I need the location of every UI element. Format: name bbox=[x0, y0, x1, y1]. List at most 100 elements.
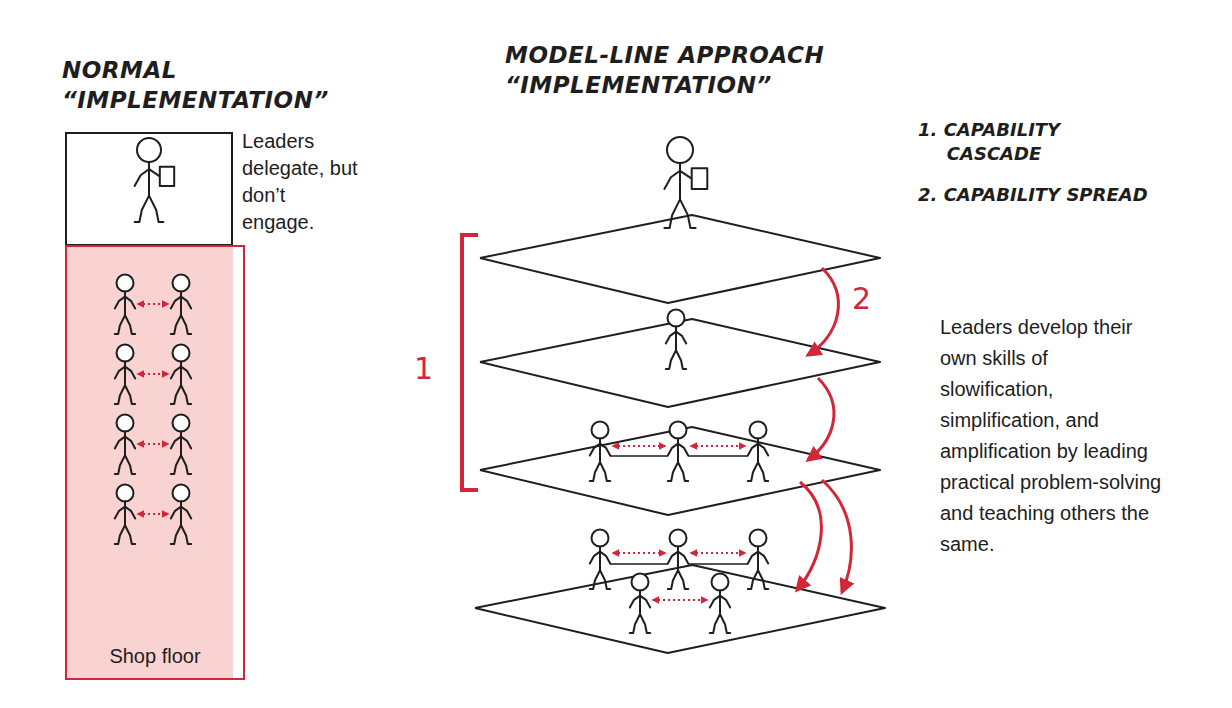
figure-arms bbox=[590, 552, 610, 564]
leader-box bbox=[66, 133, 232, 245]
figure-head bbox=[117, 485, 134, 502]
shop-floor-fill bbox=[65, 245, 233, 680]
spread-arrow bbox=[822, 480, 851, 592]
figure-legs bbox=[748, 570, 768, 589]
stick-figure bbox=[115, 345, 135, 405]
figure-legs bbox=[171, 385, 191, 404]
figure-head bbox=[173, 275, 190, 292]
figure-body bbox=[124, 502, 126, 526]
figure-head bbox=[117, 275, 134, 292]
figure-body bbox=[180, 292, 182, 316]
level-plane bbox=[475, 565, 885, 653]
figure-arms bbox=[590, 444, 610, 456]
stick-figure bbox=[668, 422, 688, 482]
figure-legs bbox=[115, 315, 135, 334]
figure-body bbox=[124, 362, 126, 386]
holding-line bbox=[688, 563, 748, 565]
figure-legs bbox=[748, 462, 768, 481]
stick-figure bbox=[666, 310, 686, 370]
figure-legs bbox=[171, 315, 191, 334]
level-plane bbox=[480, 427, 880, 515]
dotted-arrow bbox=[613, 445, 665, 447]
figure-head bbox=[592, 530, 609, 547]
stick-figure bbox=[115, 415, 135, 475]
figure-head bbox=[750, 530, 767, 547]
stick-figure bbox=[748, 530, 768, 590]
figure-arms bbox=[171, 507, 191, 519]
figure-head bbox=[750, 422, 767, 439]
dotted-arrow bbox=[653, 599, 707, 601]
figure-legs bbox=[668, 462, 688, 481]
stick-figure bbox=[748, 422, 768, 482]
holding-line bbox=[610, 455, 668, 457]
figure-legs bbox=[668, 570, 688, 589]
figure-arms bbox=[748, 444, 768, 456]
figure-legs bbox=[171, 455, 191, 474]
dotted-arrow bbox=[138, 373, 168, 375]
stick-figure bbox=[171, 485, 191, 545]
figure-body bbox=[124, 292, 126, 316]
section-title: NORMAL “IMPLEMENTATION” bbox=[62, 55, 382, 115]
stick-figure bbox=[630, 574, 650, 634]
stick-figure bbox=[115, 275, 135, 335]
clipboard bbox=[692, 168, 708, 189]
figure-arms bbox=[710, 596, 730, 608]
figure-body bbox=[599, 439, 601, 463]
figure-head bbox=[117, 415, 134, 432]
dotted-arrow bbox=[138, 443, 168, 445]
figure-body bbox=[757, 439, 759, 463]
list-item: 1. CAPABILITY CASCADE bbox=[918, 118, 1158, 166]
stick-figure bbox=[171, 415, 191, 475]
stick-figure bbox=[668, 530, 688, 590]
spread-arrow bbox=[797, 482, 821, 590]
stick-figure bbox=[590, 530, 610, 590]
figure-head bbox=[173, 345, 190, 362]
figure-body bbox=[599, 547, 601, 571]
dotted-arrow bbox=[138, 513, 168, 515]
callout-number: 1 bbox=[414, 352, 444, 386]
figure-arms bbox=[135, 169, 160, 186]
figure-arms bbox=[668, 444, 688, 456]
figure-arms bbox=[115, 297, 135, 309]
figure-legs bbox=[710, 614, 730, 633]
figure-body bbox=[639, 591, 641, 615]
figure-legs bbox=[115, 525, 135, 544]
dotted-arrow bbox=[138, 303, 168, 305]
stick-figure bbox=[710, 574, 730, 634]
figure-body bbox=[719, 591, 721, 615]
figure-legs bbox=[115, 385, 135, 404]
figure-head bbox=[712, 574, 729, 591]
figure-body bbox=[124, 432, 126, 456]
figure-head bbox=[117, 345, 134, 362]
holding-line bbox=[688, 455, 748, 457]
figure-body bbox=[677, 439, 679, 463]
figure-head bbox=[670, 530, 687, 547]
figure-body bbox=[148, 162, 150, 196]
dotted-arrow bbox=[691, 445, 745, 447]
figure-legs bbox=[664, 199, 695, 228]
figure-arms bbox=[664, 171, 691, 189]
shop-floor-box: Shop floor bbox=[65, 245, 245, 680]
figure-legs bbox=[590, 462, 610, 481]
stick-figure bbox=[664, 137, 707, 228]
figure-arms bbox=[630, 596, 650, 608]
bracket bbox=[462, 235, 478, 490]
holding-line bbox=[610, 563, 668, 565]
figure-head bbox=[173, 415, 190, 432]
level-plane bbox=[480, 319, 880, 407]
figure-head bbox=[667, 137, 693, 163]
stick-figure bbox=[115, 485, 135, 545]
spread-arrow bbox=[808, 378, 834, 460]
figure-body bbox=[675, 327, 677, 351]
figure-legs bbox=[590, 570, 610, 589]
stick-figure bbox=[135, 138, 175, 222]
box-label: Shop floor bbox=[67, 644, 243, 678]
note-text: Leaders delegate, but don’t engage. bbox=[242, 128, 362, 236]
figure-head bbox=[632, 574, 649, 591]
section-title: MODEL-LINE APPROACH “IMPLEMENTATION” bbox=[505, 40, 915, 100]
stick-figure bbox=[590, 422, 610, 482]
figure-arms bbox=[171, 437, 191, 449]
figure-arms bbox=[171, 297, 191, 309]
stick-figure bbox=[171, 345, 191, 405]
